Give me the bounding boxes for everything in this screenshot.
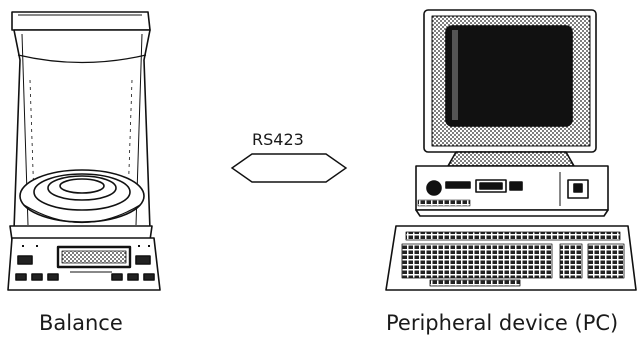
bidirectional-arrow-icon (230, 153, 348, 183)
desktop-computer-icon (385, 9, 637, 291)
analytical-balance-icon (7, 11, 161, 291)
balance-caption: Balance (39, 311, 123, 335)
link-label: RS423 (252, 130, 304, 149)
peripheral-device-caption: Peripheral device (PC) (386, 311, 619, 335)
